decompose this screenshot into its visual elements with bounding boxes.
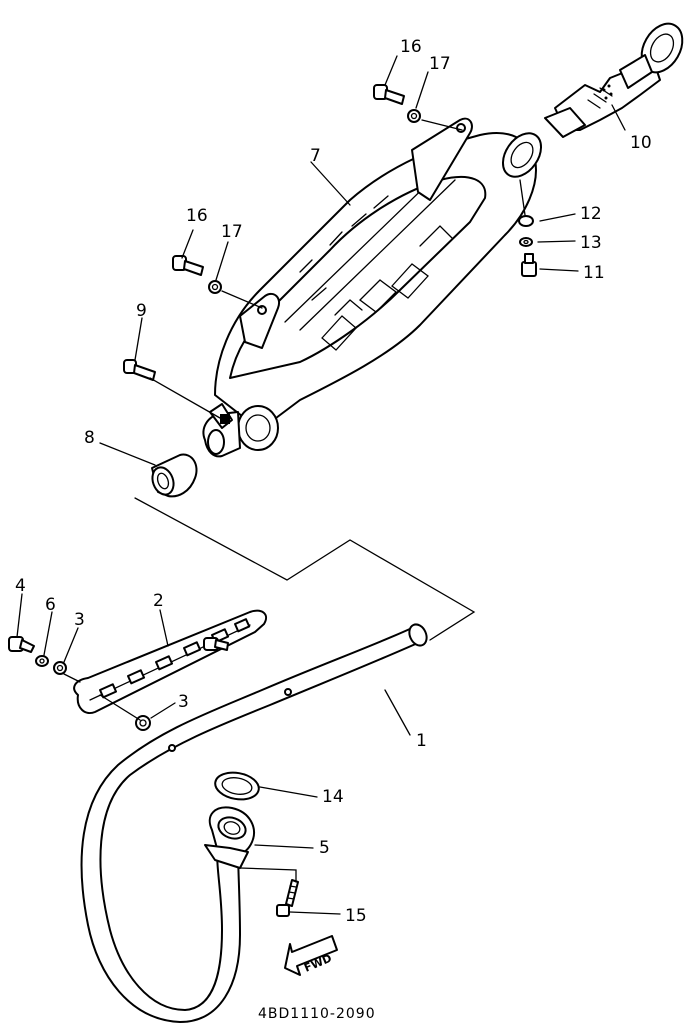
callout-9: 9 [136,301,147,321]
callout-3-lower: 3 [178,692,189,712]
bolt-part-16-upper [373,84,405,105]
callout-3-upper: 3 [74,610,85,630]
callout-16-lower: 16 [186,206,208,226]
callout-4: 4 [15,576,26,596]
callout-14: 14 [322,787,344,807]
callout-13: 13 [580,233,602,253]
callout-labels: 1 2 3 3 4 5 6 7 8 9 10 11 12 13 14 15 16… [15,37,652,926]
callout-7: 7 [310,146,321,166]
callout-5: 5 [319,838,330,858]
callout-11: 11 [583,263,605,283]
callout-16-upper: 16 [400,37,422,57]
callout-8: 8 [84,428,95,448]
drawing-code: 4BD1110-2090 [258,1006,376,1022]
bolt-part-9 [123,359,156,381]
bolt-part-16-lower [172,255,204,276]
callout-2: 2 [153,591,164,611]
tailpipe [544,22,684,138]
washer-part-12 [518,215,534,227]
callout-1: 1 [416,731,427,751]
bolt-part-4 [8,636,35,653]
protector-bolt [203,637,229,651]
pipe-heat-protector [73,609,268,714]
callout-17-lower: 17 [221,222,243,242]
muffler [202,117,543,458]
callout-17-upper: 17 [429,54,451,74]
pipe-joint [151,453,198,498]
flange-bolt [276,879,299,917]
collar-part-3-upper [53,661,67,675]
callout-10: 10 [630,133,652,153]
callout-6: 6 [45,595,56,615]
forward-direction-arrow: FWD [284,935,338,976]
washer-part-17-upper [407,109,421,123]
gasket [214,771,260,801]
leader-lines [16,55,626,915]
washer-part-13 [519,237,533,247]
callout-15: 15 [345,906,367,926]
callout-12: 12 [580,204,602,224]
bolt-part-11 [521,253,537,277]
washer-part-6 [35,655,49,667]
washer-part-17-lower [208,280,222,294]
exhaust-flange [204,806,255,869]
